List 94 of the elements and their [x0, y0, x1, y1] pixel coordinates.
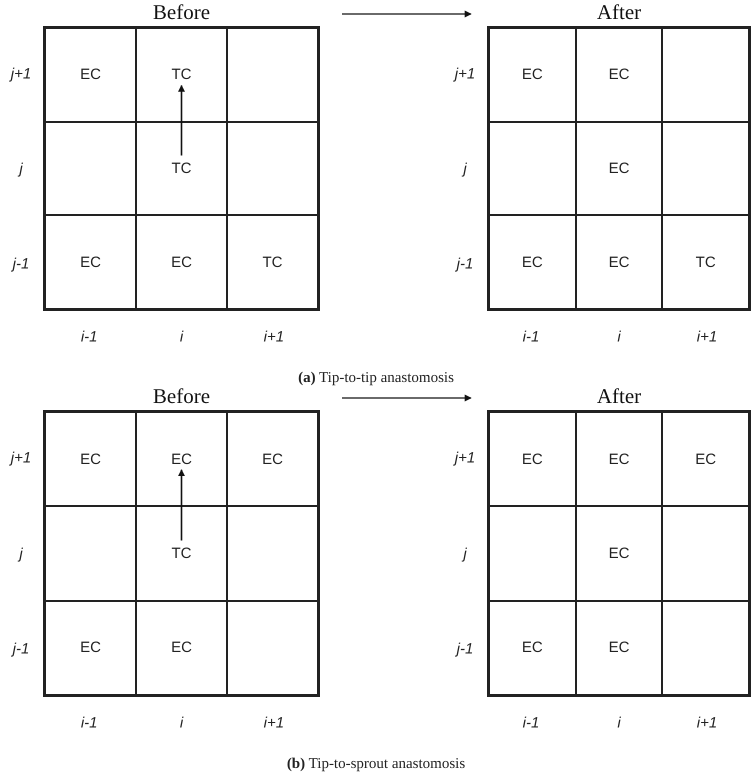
- cell-label: EC: [608, 254, 630, 271]
- grid-cell: [136, 600, 227, 695]
- grid-cell: [45, 506, 136, 601]
- cell-label: EC: [522, 639, 543, 656]
- grid-cell: [45, 28, 136, 122]
- grid-cell: [489, 412, 576, 506]
- grid-cell: [136, 28, 227, 122]
- grid-cell: [662, 600, 749, 695]
- grid-cell: [45, 215, 136, 309]
- cell-label: EC: [80, 450, 101, 468]
- grid-heading: Before: [152, 0, 212, 25]
- grid-cell: [227, 28, 318, 122]
- cell-label: EC: [522, 66, 543, 84]
- axis-label: i+1: [264, 714, 284, 732]
- grid-cell: [576, 28, 662, 122]
- axis-label: j+1: [454, 449, 476, 466]
- axis-label: i: [180, 328, 184, 346]
- cell-label: EC: [608, 450, 630, 468]
- cell-label: EC: [80, 254, 101, 271]
- grid-cell: [45, 412, 136, 506]
- axis-label: j-1: [456, 255, 474, 272]
- grid-cell: [662, 122, 749, 216]
- grid-cell: [136, 122, 227, 216]
- axis-label: j: [463, 545, 467, 562]
- cell-label: EC: [695, 450, 716, 468]
- cell-label: EC: [171, 450, 192, 468]
- arrow: [342, 10, 472, 18]
- cell-label: TC: [172, 66, 192, 84]
- grid-cell: [489, 600, 576, 695]
- grid-cell: [136, 506, 227, 601]
- cell-label: EC: [80, 639, 101, 656]
- cell-label: EC: [522, 254, 543, 271]
- axis-label: j+1: [10, 65, 32, 82]
- grid-cell: [136, 215, 227, 309]
- axis-label: j+1: [454, 65, 476, 82]
- axis-label: i+1: [696, 328, 718, 346]
- axis-label: j: [463, 160, 467, 177]
- grid-heading: Before: [152, 384, 212, 409]
- axis-label: j: [19, 545, 23, 562]
- axis-label: i+1: [696, 714, 718, 732]
- grid-cell: [489, 122, 576, 216]
- grid-cell: [45, 600, 136, 695]
- grid-cell: [227, 215, 318, 309]
- axis-label: i-1: [522, 714, 540, 732]
- caption: (a) Tip-to-tip anastomosis: [298, 370, 454, 387]
- grid-cell: [227, 506, 318, 601]
- arrow: [178, 84, 185, 156]
- grid-cell: [227, 122, 318, 216]
- cell-label: TC: [262, 254, 282, 271]
- axis-label: i: [617, 714, 621, 732]
- grid-cell: [662, 215, 749, 309]
- grid-heading: After: [596, 384, 642, 409]
- arrow: [342, 394, 472, 402]
- grid-cell: [136, 412, 227, 506]
- grid-cell: [576, 215, 662, 309]
- axis-label: i: [180, 714, 184, 732]
- cell-label: EC: [608, 544, 630, 562]
- grid-cell: [576, 506, 662, 601]
- grid-cell: [662, 506, 749, 601]
- grid-cell: [576, 412, 662, 506]
- cell-label: EC: [171, 254, 192, 271]
- cell-label: EC: [262, 450, 283, 468]
- grid-cell: [227, 412, 318, 506]
- grid-heading: After: [596, 0, 642, 25]
- axis-label: i+1: [264, 328, 284, 346]
- grid-cell: [227, 600, 318, 695]
- grid-cell: [662, 412, 749, 506]
- caption: (b) Tip-to-sprout anastomosis: [286, 756, 466, 773]
- cell-label: EC: [522, 450, 543, 468]
- grid-cell: [576, 122, 662, 216]
- axis-label: i-1: [522, 328, 540, 346]
- axis-label: i-1: [80, 714, 98, 732]
- cell-label: EC: [608, 160, 630, 177]
- arrow: [178, 469, 185, 540]
- axis-label: j-1: [12, 255, 30, 272]
- cell-label: TC: [696, 254, 716, 271]
- grid-cell: [489, 506, 576, 601]
- cell-label: EC: [80, 66, 101, 84]
- axis-label: j+1: [10, 449, 32, 466]
- cell-label: TC: [172, 160, 192, 177]
- cell-label: TC: [172, 544, 192, 562]
- cell-label: EC: [608, 639, 630, 656]
- axis-label: i: [617, 328, 621, 346]
- cell-label: EC: [171, 639, 192, 656]
- grid-cell: [489, 28, 576, 122]
- grid-cell: [576, 600, 662, 695]
- cell-label: EC: [608, 66, 630, 84]
- axis-label: j: [19, 160, 23, 177]
- axis-label: j-1: [12, 640, 30, 658]
- grid-cell: [489, 215, 576, 309]
- axis-label: j-1: [456, 640, 474, 658]
- grid-cell: [662, 28, 749, 122]
- axis-label: i-1: [80, 328, 98, 346]
- grid-cell: [45, 122, 136, 216]
